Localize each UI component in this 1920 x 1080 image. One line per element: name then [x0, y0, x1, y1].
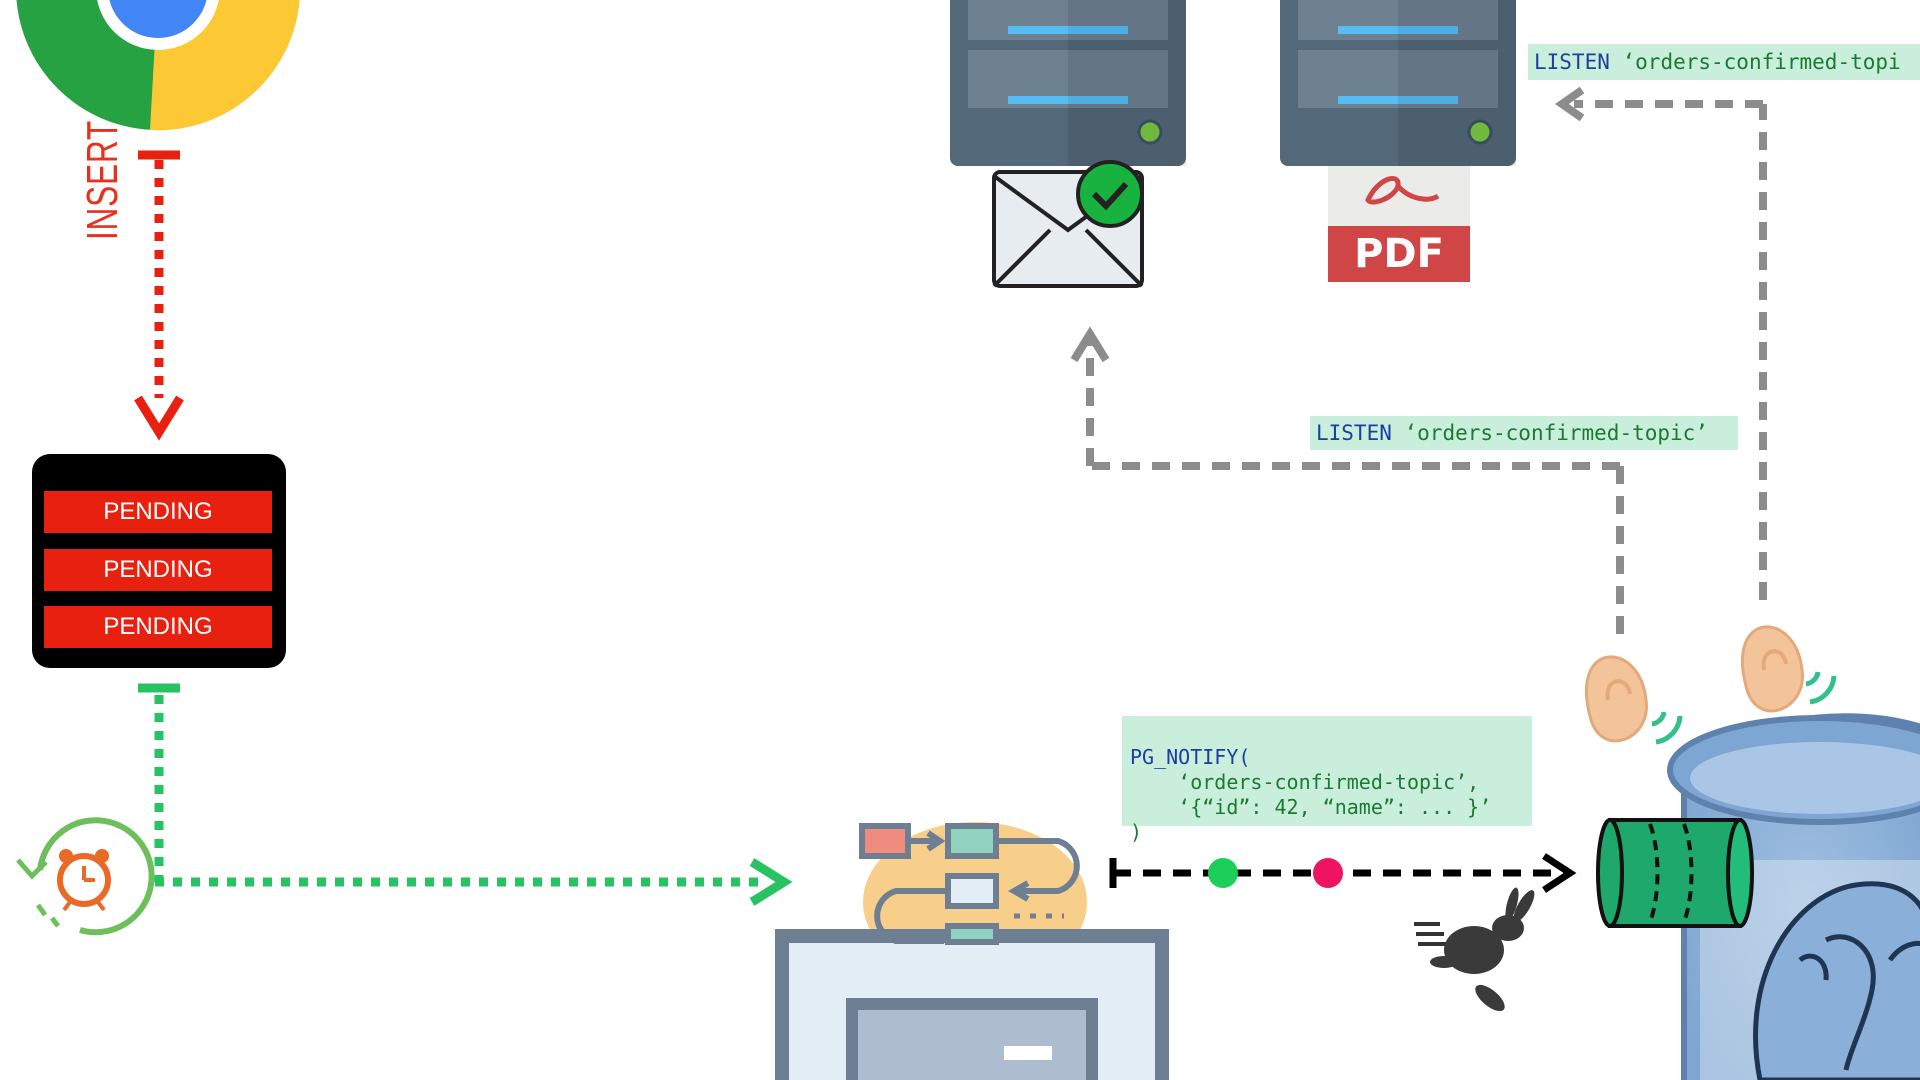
pg-notify-close: )	[1130, 820, 1143, 844]
listen-keyword: LISTEN	[1316, 421, 1392, 445]
pg-notify-arg-topic: ‘orders-confirmed-topic’,	[1130, 770, 1480, 794]
listen-topic-pdf: ‘orders-confirmed-topi	[1622, 50, 1901, 74]
notification-channel-icon	[1596, 818, 1754, 928]
pending-row-2: PENDING	[44, 549, 272, 591]
email-server-icon	[950, 0, 1186, 166]
pg-notify-function: PG_NOTIFY(	[1130, 745, 1251, 769]
listen-keyword-pdf: LISTEN	[1534, 50, 1610, 74]
pdf-label: PDF	[1328, 226, 1470, 282]
pdf-server-icon	[1280, 0, 1516, 166]
listen-arrow-email	[1070, 326, 1624, 634]
fast-rabbit-icon	[1414, 887, 1535, 1012]
postgresql-elephant-icon	[1753, 881, 1920, 1080]
email-check-icon	[992, 160, 1144, 288]
ear-listener-icon-2	[1740, 625, 1837, 713]
pg-notify-code: PG_NOTIFY( ‘orders-confirmed-topic’, ‘{“…	[1122, 716, 1532, 844]
alarm-clock-cycle-icon	[16, 817, 155, 936]
event-dot-green	[1208, 858, 1238, 888]
chrome-browser-icon	[16, 0, 300, 131]
pdf-document-icon	[1328, 166, 1470, 230]
listen-topic: ‘orders-confirmed-topic’	[1404, 421, 1708, 445]
workflow-processor-icon	[775, 822, 1169, 1080]
pending-row-3: PENDING	[44, 606, 272, 648]
pending-row-1: PENDING	[44, 491, 272, 533]
ear-listener-icon-1	[1584, 655, 1683, 745]
pg-notify-arg-payload: ‘{“id”: 42, “name”: ... }’	[1130, 795, 1492, 819]
insert-label: INSERT	[78, 120, 127, 240]
listen-arrow-pdf	[1555, 86, 1767, 600]
event-dot-red	[1313, 858, 1343, 888]
listen-email-label: LISTEN ‘orders-confirmed-topic’	[1310, 416, 1738, 450]
scheduled-poll-arrow	[138, 683, 793, 906]
listen-pdf-label: LISTEN ‘orders-confirmed-topi	[1528, 44, 1920, 80]
insert-arrow	[134, 150, 184, 441]
